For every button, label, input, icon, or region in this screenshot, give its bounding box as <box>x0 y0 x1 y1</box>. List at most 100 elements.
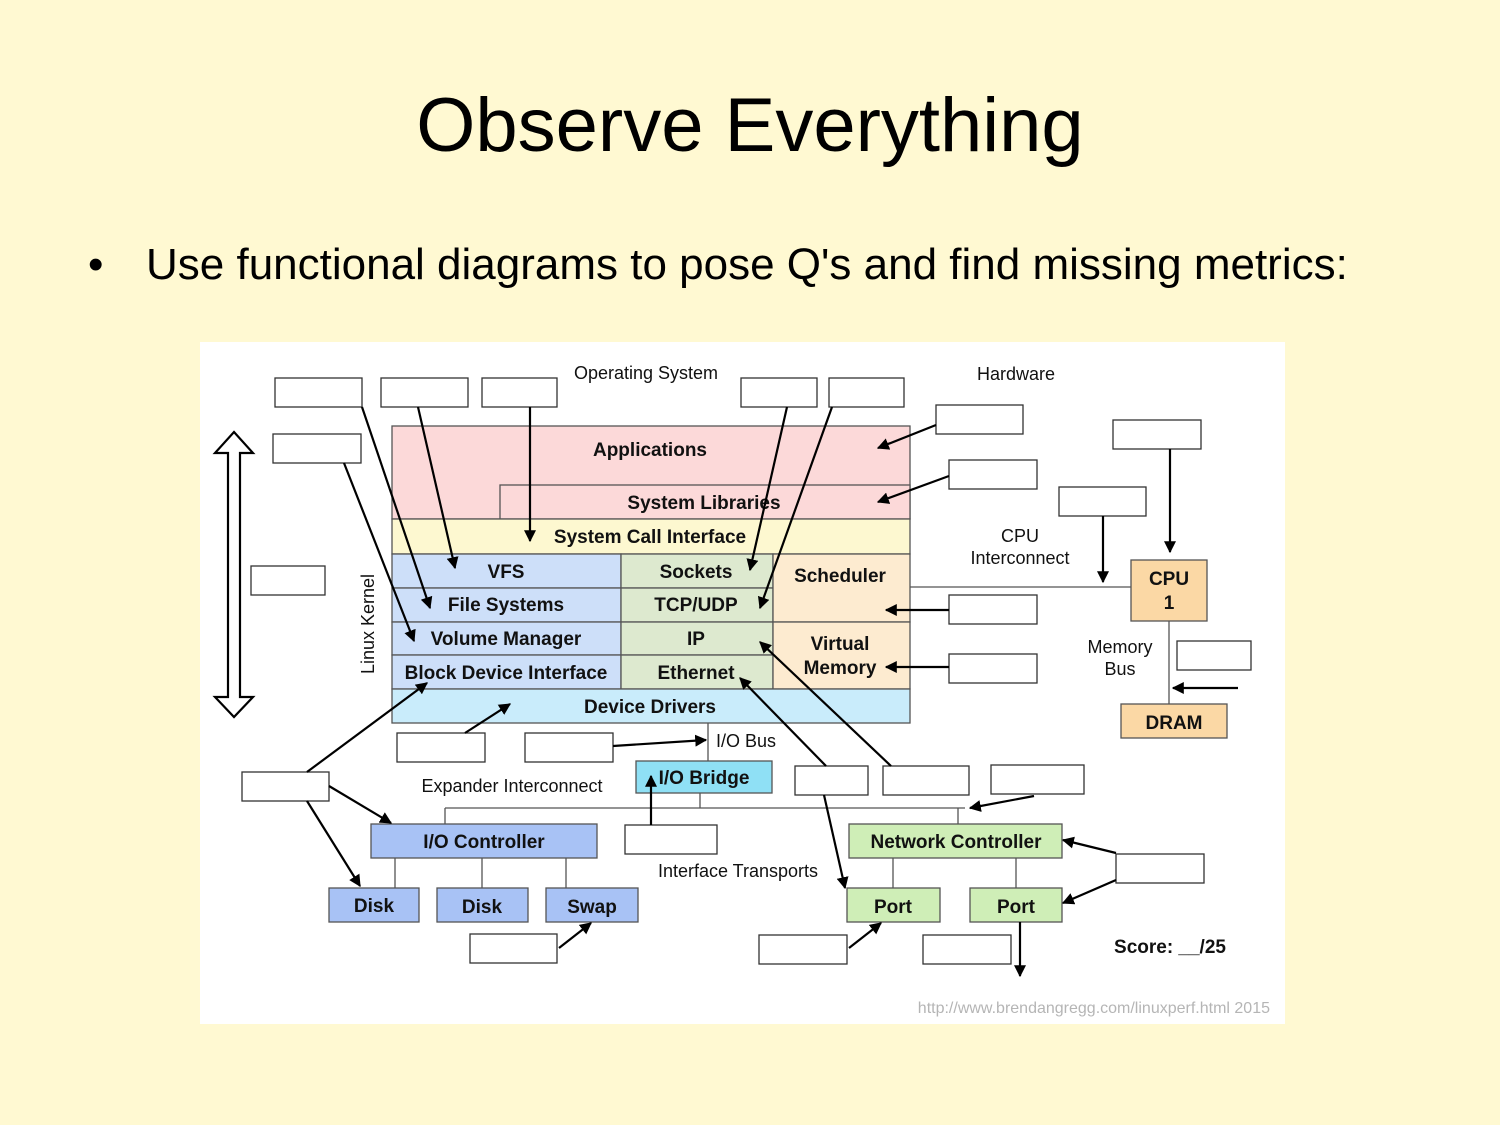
metric-blank-box[interactable] <box>380 377 469 408</box>
metric-blank-box[interactable] <box>481 377 558 408</box>
file-systems-label: File Systems <box>448 595 564 616</box>
dram-label: DRAM <box>1146 713 1203 734</box>
scheduler-label: Scheduler <box>794 566 886 587</box>
system-libraries-box <box>499 484 911 520</box>
device-drivers-box <box>391 688 911 724</box>
system-libraries-label: System Libraries <box>627 493 780 514</box>
cpu-label-line2: 1 <box>1164 593 1175 614</box>
slide-title: Observe Everything <box>416 83 1084 168</box>
metric-blank-box[interactable] <box>272 433 362 464</box>
arrow-to-ethernet <box>739 677 827 767</box>
swap-label: Swap <box>567 897 617 918</box>
cpu-interconnect-label-line2: Interconnect <box>970 548 1069 568</box>
arrow-to-volume-manager <box>342 462 416 643</box>
score-label: Score: __/25 <box>1114 937 1226 958</box>
arrow-to-block-device-interface <box>306 682 428 773</box>
swap-box <box>545 887 639 923</box>
metric-blank-box[interactable] <box>794 765 869 796</box>
metric-blank-box[interactable] <box>828 377 905 408</box>
cpu-label-line1: CPU <box>1149 569 1189 590</box>
metric-blank-box[interactable] <box>990 764 1085 795</box>
metric-blank-box[interactable] <box>922 934 1012 965</box>
io-controller-label: I/O Controller <box>423 832 545 853</box>
metric-blank-box[interactable] <box>250 565 326 596</box>
arrow-to-expander-interconnect <box>968 794 1035 812</box>
metric-blank-box[interactable] <box>948 653 1038 684</box>
port-2-label: Port <box>997 897 1036 918</box>
tcp-udp-label: TCP/UDP <box>654 595 738 616</box>
cpu-interconnect-label-line1: CPU <box>1001 526 1039 546</box>
metric-blank-box[interactable] <box>524 732 614 763</box>
metric-blank-box[interactable] <box>1115 853 1205 884</box>
arrow-to-device-drivers <box>464 703 512 734</box>
metric-blank-box[interactable] <box>740 377 818 408</box>
arrow-to-ip <box>759 641 892 767</box>
virtual-memory-box <box>772 621 911 690</box>
virtual-memory-label-line2: Memory <box>804 658 877 679</box>
arrow-to-io-bus <box>612 734 708 748</box>
disk-2-label: Disk <box>462 897 503 918</box>
block-device-interface-label: Block Device Interface <box>405 663 608 684</box>
dram-box <box>1120 703 1228 739</box>
port-1-box <box>846 887 941 923</box>
footer-url: http://www.brendangregg.com/linuxperf.ht… <box>918 1000 1270 1017</box>
metric-blank-box[interactable] <box>624 824 718 855</box>
sockets-label: Sockets <box>660 562 733 583</box>
linux-functional-diagram: Applications System Libraries System Cal… <box>200 342 1285 1024</box>
arrow-to-tcp-udp <box>757 406 834 610</box>
arrow-to-io-controller <box>328 785 393 824</box>
io-bridge-box <box>635 760 773 794</box>
metric-blank-box[interactable] <box>948 594 1038 625</box>
metric-blank-box[interactable] <box>948 459 1038 490</box>
system-call-interface-label: System Call Interface <box>554 527 746 548</box>
metric-blank-box[interactable] <box>1112 419 1202 450</box>
arrow-to-disk-1 <box>306 800 361 888</box>
virtual-memory-label-line1: Virtual <box>811 634 870 655</box>
vfs-label: VFS <box>488 562 525 583</box>
metric-blank-box[interactable] <box>396 732 486 763</box>
memory-bus-label-line2: Bus <box>1104 659 1135 679</box>
arrow-to-swap <box>558 922 592 949</box>
bullet-item: •Use functional diagrams to pose Q's and… <box>88 240 1468 290</box>
ethernet-label: Ethernet <box>657 663 735 684</box>
arrow-to-system-libraries <box>876 474 950 504</box>
metric-blank-box[interactable] <box>1058 486 1147 517</box>
cpu-box <box>1130 559 1208 622</box>
metric-blank-box[interactable] <box>758 934 848 965</box>
tcp-udp-box <box>620 587 774 623</box>
network-controller-box <box>848 823 1063 859</box>
disk-2-box <box>436 887 529 923</box>
io-bridge-label: I/O Bridge <box>659 768 750 789</box>
system-call-interface-box <box>391 518 911 555</box>
applications-label: Applications <box>593 440 707 461</box>
stack-double-arrow <box>212 430 256 719</box>
device-drivers-label: Device Drivers <box>584 697 716 718</box>
linux-kernel-label: Linux Kernel <box>358 574 378 674</box>
metric-blank-box[interactable] <box>882 765 970 796</box>
expander-interconnect-label: Expander Interconnect <box>421 776 602 796</box>
operating-system-label: Operating System <box>574 363 718 383</box>
metric-blank-box[interactable] <box>469 933 558 964</box>
ip-label: IP <box>687 629 705 650</box>
arrow-to-file-systems <box>360 406 433 610</box>
arrow-to-vfs <box>416 406 459 570</box>
arrow-to-port-2 <box>1061 878 1117 905</box>
port-1-label: Port <box>874 897 913 918</box>
metric-blank-box[interactable] <box>1176 640 1252 671</box>
disk-1-label: Disk <box>354 896 395 917</box>
network-controller-label: Network Controller <box>870 832 1042 853</box>
arrow-to-sockets <box>746 406 789 572</box>
interface-transports-label: Interface Transports <box>658 861 818 881</box>
hardware-label: Hardware <box>977 364 1055 384</box>
arrow-to-applications <box>876 423 937 450</box>
io-controller-box <box>370 823 598 859</box>
arrow-to-network-controller <box>1061 836 1117 855</box>
metric-blank-box[interactable] <box>274 377 363 408</box>
metric-blank-box[interactable] <box>935 404 1024 435</box>
io-bus-label: I/O Bus <box>716 731 776 751</box>
metric-blank-box[interactable] <box>241 771 330 802</box>
volume-manager-label: Volume Manager <box>431 629 582 650</box>
disk-1-box <box>328 887 420 923</box>
arrow-to-port-1-from-expander <box>822 794 849 890</box>
scheduler-box <box>772 553 911 623</box>
